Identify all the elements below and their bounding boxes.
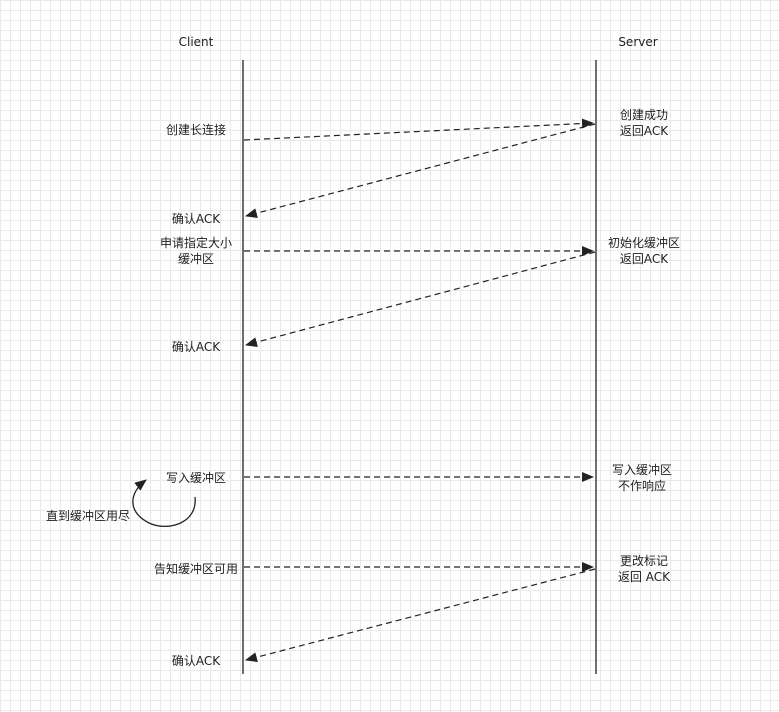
label-init-buffer-line2: 返回ACK [619,252,669,266]
label-update-mark-line2: 返回 ACK [617,570,671,584]
msg-update-ack-arrow [245,568,596,663]
label-write-buffer-line1: 写入缓冲区 [611,463,672,477]
label-until-exhausted: 直到缓冲区用尽 [45,509,130,523]
server-header: Server [618,35,658,49]
label-created-line1: 创建成功 [619,108,668,122]
label-confirm-ack-1: 确认ACK [171,212,221,226]
label-init-buffer-ack: 初始化缓冲区 返回ACK [596,235,692,267]
label-confirm-ack-2: 确认ACK [171,340,221,354]
loop-arrow [132,479,196,527]
label-write-buffer-line2: 不作响应 [617,479,666,493]
label-created-ack: 创建成功 返回ACK [598,107,690,139]
label-write-no-response: 写入缓冲区 不作响应 [596,462,688,494]
label-init-buffer-line1: 初始化缓冲区 [607,236,680,250]
label-request-buffer-line1: 申请指定大小 [159,236,232,250]
label-create-connection: 创建长连接 [165,123,226,137]
label-update-mark-ack: 更改标记 返回 ACK [598,553,690,585]
client-header: Client [178,35,214,49]
label-request-buffer: 申请指定大小 缓冲区 [150,235,242,267]
msg-create-connection-arrow [243,118,594,141]
msg-init-ack-arrow [245,251,596,347]
label-write-buffer: 写入缓冲区 [165,471,226,485]
label-created-line2: 返回ACK [619,124,669,138]
msg-created-ack-arrow [245,123,596,219]
label-notify-available: 告知缓冲区可用 [153,562,238,576]
label-confirm-ack-3: 确认ACK [171,654,221,668]
label-update-mark-line1: 更改标记 [619,554,668,568]
label-request-buffer-line2: 缓冲区 [177,252,214,266]
